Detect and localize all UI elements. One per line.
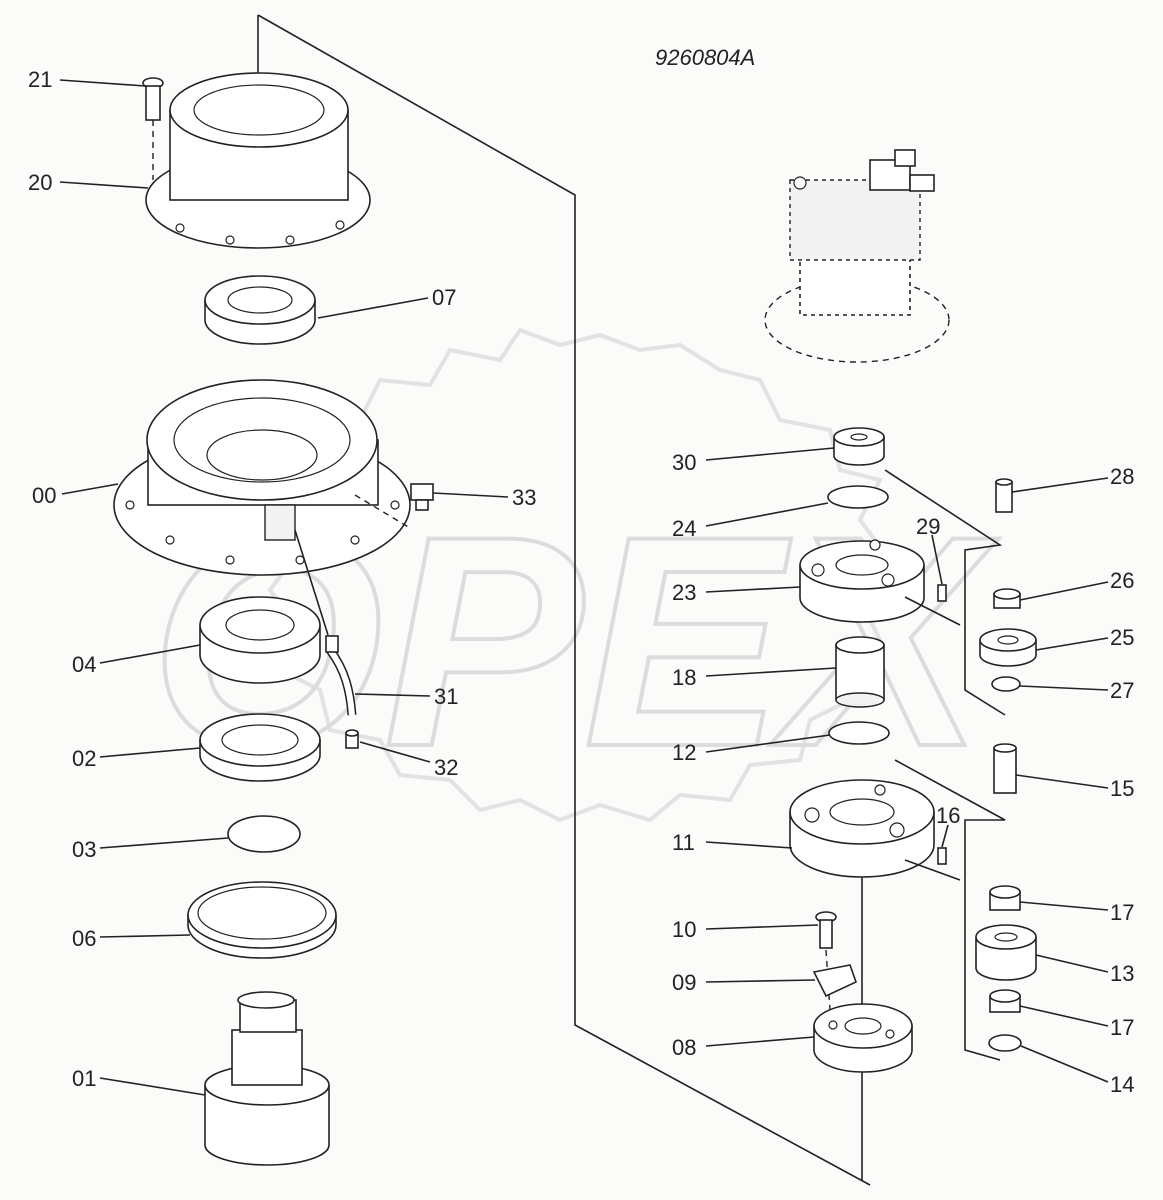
callout-10: 10	[672, 917, 696, 942]
part-03-o-ring	[227, 815, 301, 853]
callouts-left: 21 20 07 00 33 04 31 02 32 03 06 01	[28, 67, 536, 1091]
part-23-carrier	[799, 539, 925, 623]
callout-13: 13	[1110, 961, 1134, 986]
callout-31: 31	[434, 684, 458, 709]
callout-07: 07	[432, 285, 456, 310]
part-32-nipple	[345, 729, 359, 749]
callout-11: 11	[672, 830, 695, 855]
callout-17-lower: 17	[1110, 1015, 1134, 1040]
part-13-gear	[975, 924, 1037, 981]
part-08-retainer	[813, 1003, 913, 1073]
callout-28: 28	[1110, 464, 1134, 489]
callout-02: 02	[72, 746, 96, 771]
callout-27: 27	[1110, 678, 1134, 703]
callout-32: 32	[434, 755, 458, 780]
part-00-housing	[113, 379, 411, 576]
assembly-guide-lines-lower	[894, 759, 1006, 1061]
part-09-lock-plate	[812, 964, 857, 998]
callout-18: 18	[672, 665, 696, 690]
callout-12: 12	[672, 740, 696, 765]
callouts-right: 30 28 24 29 23 26 25 18 27 12 15 16 11 1…	[672, 450, 1134, 1097]
callout-17-upper: 17	[1110, 900, 1134, 925]
drawing-code: 9260804A	[655, 45, 755, 70]
callout-08: 08	[672, 1035, 696, 1060]
assembled-motor-illustration	[764, 149, 950, 363]
leader-lines-left	[59, 79, 509, 1096]
frame-line	[257, 14, 871, 1186]
part-31-hose	[294, 529, 357, 716]
part-04-bearing	[199, 596, 321, 684]
part-29-pin	[937, 584, 947, 602]
part-10-bolt	[815, 911, 837, 1011]
part-11-carrier	[789, 779, 935, 878]
callout-20: 20	[28, 170, 52, 195]
part-01-shaft	[204, 991, 330, 1166]
callout-09: 09	[672, 970, 696, 995]
callout-14: 14	[1110, 1072, 1134, 1097]
part-14-washer	[988, 1034, 1022, 1052]
callout-24: 24	[672, 516, 696, 541]
callout-26: 26	[1110, 568, 1134, 593]
part-16-pin	[937, 847, 947, 865]
callout-01: 01	[72, 1066, 96, 1091]
part-24-disc	[827, 485, 889, 509]
part-07-bearing	[204, 275, 316, 345]
callout-29: 29	[916, 514, 940, 539]
part-26-needle-bearing	[993, 588, 1021, 609]
part-17-needle-bearing-upper	[989, 885, 1021, 911]
part-12-disc	[828, 721, 890, 745]
part-33-plug	[354, 483, 434, 529]
part-06-ring	[187, 881, 337, 959]
part-02-seal	[199, 713, 321, 782]
callout-00: 00	[32, 483, 56, 508]
callout-25: 25	[1110, 625, 1134, 650]
part-20-ring-flange	[145, 72, 371, 249]
callout-30: 30	[672, 450, 696, 475]
part-18-sun-gear	[835, 636, 885, 708]
part-17-needle-bearing-lower	[989, 989, 1021, 1013]
callout-21: 21	[28, 67, 52, 92]
leader-lines-right	[705, 447, 1109, 1083]
part-15-pin	[993, 743, 1017, 794]
part-27-washer	[991, 676, 1021, 692]
assembly-guide-lines-upper	[884, 469, 1006, 716]
part-25-gear	[979, 628, 1037, 667]
callout-23: 23	[672, 580, 696, 605]
callout-06: 06	[72, 926, 96, 951]
callout-33: 33	[512, 485, 536, 510]
part-28-pin	[995, 478, 1013, 513]
part-30-gear	[833, 427, 885, 466]
callout-03: 03	[72, 837, 96, 862]
callout-04: 04	[72, 652, 96, 677]
callout-16: 16	[936, 803, 960, 828]
part-21-bolt	[142, 77, 164, 180]
callout-15: 15	[1110, 776, 1134, 801]
